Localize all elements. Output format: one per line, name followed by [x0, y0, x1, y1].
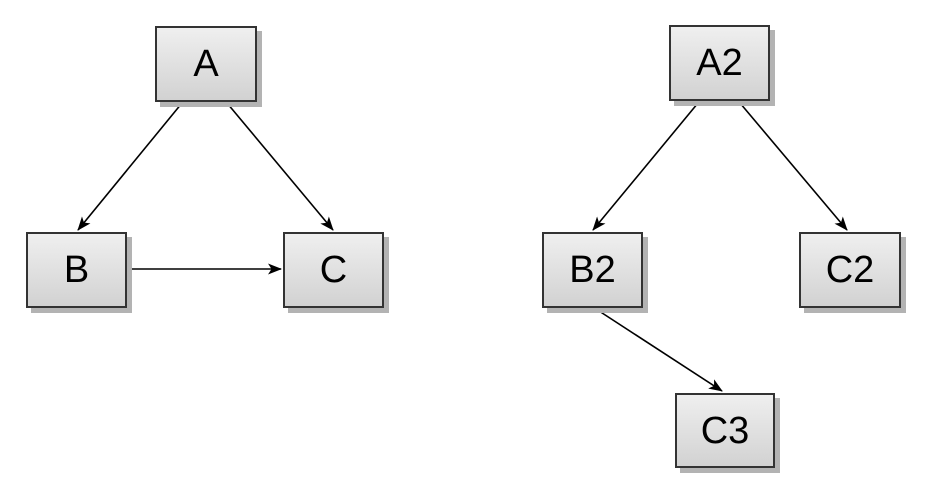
edge-A-to-C[interactable]	[226, 102, 334, 231]
node-A[interactable]: A	[155, 26, 257, 102]
node-A2[interactable]: A2	[669, 25, 770, 101]
node-C3[interactable]: C3	[675, 393, 775, 468]
node-label-A2: A2	[696, 42, 743, 84]
edge-A-to-B[interactable]	[77, 102, 183, 231]
node-label-B2: B2	[569, 249, 616, 291]
node-label-A: A	[193, 43, 219, 85]
node-label-C3: C3	[700, 409, 750, 452]
edge-A2-to-C2[interactable]	[739, 102, 848, 231]
node-label-B: B	[63, 249, 90, 291]
node-B[interactable]: B	[26, 232, 127, 308]
node-label-C2: C2	[825, 249, 875, 291]
edge-B2-to-C3[interactable]	[595, 308, 723, 392]
edge-A2-to-B2[interactable]	[592, 102, 699, 231]
node-B2[interactable]: B2	[542, 232, 643, 308]
edges-group	[77, 102, 848, 392]
node-C2[interactable]: C2	[799, 232, 901, 308]
node-C[interactable]: C	[283, 232, 384, 308]
node-label-C: C	[319, 249, 348, 291]
